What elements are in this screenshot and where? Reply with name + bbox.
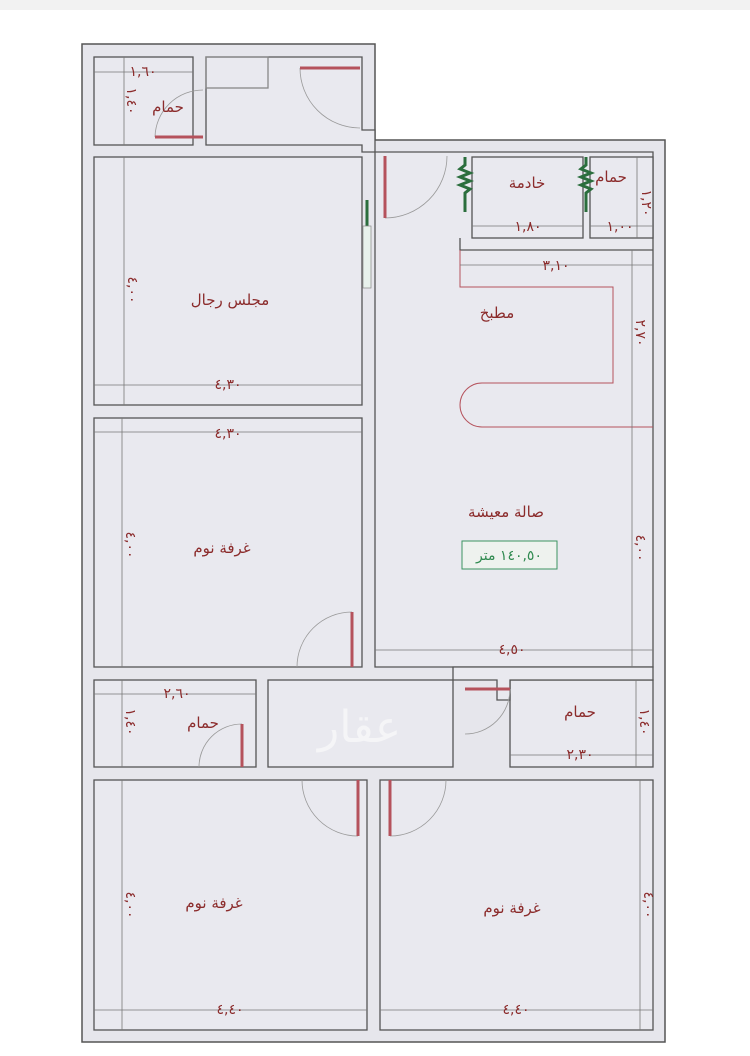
dim-bedroom-1-w: ٤,٣٠ (214, 426, 241, 442)
area-badge-box (461, 540, 558, 570)
living-lower-wall (452, 666, 654, 701)
dim-bath-bottom-left-w: ٢,٦٠ (163, 686, 190, 702)
room-majlis (93, 156, 363, 406)
dim-kitchen-h: ٢,٧٠ (632, 319, 648, 346)
dim-kitchen-w: ٣,١٠ (542, 258, 569, 274)
dim-bath-bottom-left-h: ١,٤٠ (122, 708, 138, 735)
dim-bedroom-2-h: ٤,٠٠ (122, 891, 138, 918)
dim-bedroom-3-h: ٤,٠٠ (640, 891, 656, 918)
label-bath-top-right: حمام (595, 168, 627, 186)
dim-majlis-w: ٤,٣٠ (214, 377, 241, 393)
dim-maid-w: ١,٨٠ (514, 219, 541, 235)
dim-bath-bottom-right-w: ٢,٣٠ (566, 747, 593, 763)
label-bedroom-2: غرفة نوم (185, 894, 242, 912)
label-bath-bottom-right: حمام (564, 703, 596, 721)
dim-living-w: ٤,٥٠ (498, 642, 525, 658)
label-kitchen: مطبخ (480, 304, 515, 322)
label-majlis: مجلس رجال (191, 291, 270, 309)
label-living-hall: صالة معيشة (468, 503, 544, 521)
label-bedroom-1: غرفة نوم (193, 539, 250, 557)
dim-bedroom-3-w: ٤,٤٠ (502, 1002, 529, 1018)
room-bedroom-1 (93, 417, 363, 668)
dim-bath-top-left-w: ١,٦٠ (129, 64, 156, 80)
label-bath-bottom-left: حمام (187, 714, 219, 732)
kitchen-counter (459, 250, 653, 428)
dim-bedroom-1-h: ٤,٠٠ (122, 531, 138, 558)
dim-bedroom-2-w: ٤,٤٠ (216, 1002, 243, 1018)
dim-bath-top-right-w: ١,٠٠ (606, 219, 633, 235)
area-badge: ١٤٠,٥٠ متر (475, 548, 542, 564)
room-bedroom-2 (93, 779, 368, 1031)
watermark-logo: عقار (316, 702, 401, 753)
label-bath-top-left: حمام (152, 98, 184, 116)
dim-bath-bottom-right-h: ١,٤٠ (636, 708, 652, 735)
label-maid-room: خادمة (509, 174, 546, 192)
room-corridor (267, 679, 454, 768)
label-bedroom-3: غرفة نوم (483, 899, 540, 917)
window-frame (362, 225, 372, 289)
room-bedroom-3 (379, 779, 654, 1031)
dimension-lines (94, 57, 653, 1030)
top-bar (0, 0, 750, 10)
zigzag-openings (455, 157, 596, 212)
dim-living-h: ٤,٠٠ (632, 534, 648, 561)
dim-bath-top-left-h: ١,٤٠ (123, 87, 139, 114)
door-leaves (155, 66, 510, 836)
door-swings (154, 67, 511, 837)
room-maid (471, 156, 584, 239)
room-bath-bottom-left (93, 679, 257, 768)
room-bath-top-right (589, 156, 654, 239)
dim-majlis-h: ٤,٠٠ (124, 276, 140, 303)
dim-bath-top-right-h: ١,٢٠ (638, 189, 654, 216)
entry-closet (205, 56, 269, 89)
